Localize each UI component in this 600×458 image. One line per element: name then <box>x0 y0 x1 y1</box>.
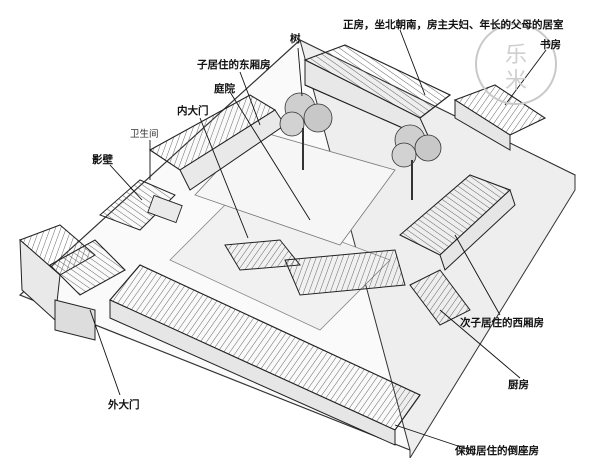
label-kitchen: 厨房 <box>508 379 529 391</box>
label-tree: 树 <box>290 33 301 45</box>
tree-left <box>279 92 333 170</box>
label-south-house: 保姆居住的倒座房 <box>455 445 539 457</box>
leader-lines <box>89 29 547 451</box>
leader-main-house <box>399 29 426 96</box>
kitchen-building <box>409 269 471 326</box>
label-east-wing: 子居住的东厢房 <box>197 59 271 71</box>
outer-gate-building <box>49 239 126 341</box>
leader-kitchen <box>439 309 521 379</box>
label-screen-wall: 影壁 <box>92 154 113 166</box>
label-inner-gate: 内大门 <box>177 105 209 117</box>
seal-char-1: 乐 <box>505 43 527 68</box>
south-house-building <box>109 264 421 446</box>
inner-gate-building <box>224 239 406 296</box>
side-rooms <box>19 179 183 322</box>
leader-courtyard <box>229 91 311 221</box>
label-toilet: 卫生间 <box>130 129 159 140</box>
tree-right <box>391 124 442 200</box>
leader-east-wing <box>239 71 261 126</box>
label-study: 书房 <box>540 39 561 51</box>
seal-char-2: 米 <box>505 69 527 94</box>
leader-study <box>504 49 547 106</box>
watermark-seal-icon: 乐 米 <box>475 23 557 105</box>
west-wing-building <box>399 174 516 271</box>
leader-south-house <box>394 424 471 451</box>
leader-inner-gate <box>199 117 249 239</box>
leader-outer-gate <box>89 309 121 396</box>
study-building <box>453 84 547 151</box>
label-main-house: 正房，坐北朝南，房主夫妇、年长的父母的居室 <box>343 19 564 31</box>
label-outer-gate: 外大门 <box>108 399 140 411</box>
leader-west-wing <box>454 234 501 316</box>
leader-tree <box>297 47 303 97</box>
label-west-wing: 次子居住的西厢房 <box>460 317 544 329</box>
leader-screen-wall <box>109 164 143 201</box>
label-courtyard: 庭院 <box>214 83 235 95</box>
